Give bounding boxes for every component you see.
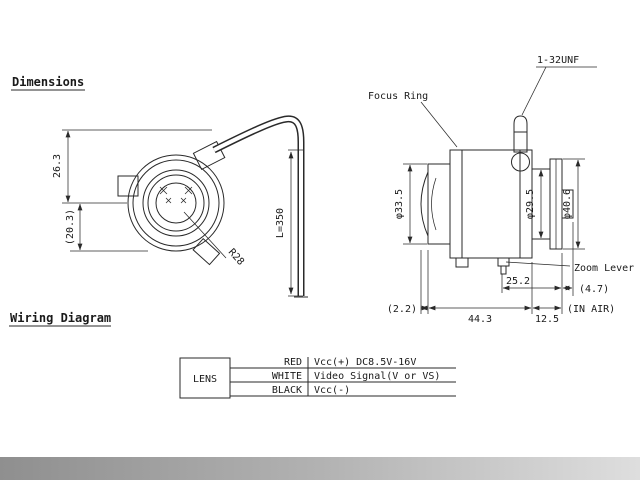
lens-ring-3	[142, 169, 210, 237]
wire-desc-white: Video Signal(V or VS)	[314, 371, 440, 382]
cable-length-label: L=350	[275, 208, 286, 238]
wire-row: BLACK Vcc(-)	[272, 385, 350, 396]
lens-glass	[155, 182, 197, 224]
side-tab	[117, 175, 139, 197]
wire-row: WHITE Video Signal(V or VS)	[272, 371, 441, 382]
zoom-lever-pin	[500, 265, 507, 275]
lever-pos-label: 25.2	[506, 276, 530, 287]
focus-ring-leader	[420, 101, 458, 148]
thread-label: 1-32UNF	[537, 55, 579, 66]
wire-color-black: BLACK	[272, 385, 302, 396]
lens-box-label: LENS	[193, 374, 217, 385]
wiring-heading: Wiring Diagram	[10, 311, 111, 325]
lens-ring-2	[132, 159, 220, 247]
front-glass-inner	[431, 177, 437, 231]
wire-row: RED Vcc(+) DC8.5V-16V	[284, 357, 416, 368]
bottom-stop-screw	[455, 257, 469, 268]
cable-core	[213, 116, 303, 296]
dia-front-label: φ33.5	[394, 189, 405, 219]
bottom-connector	[192, 237, 221, 266]
wire-desc-black: Vcc(-)	[314, 385, 350, 396]
wire-color-white: WHITE	[272, 371, 302, 382]
wire-color-red: RED	[284, 357, 302, 368]
side-view: Focus Ring 1-32UNF φ33.5 φ29.5 φ40.6 Zoo…	[368, 55, 634, 325]
body-length-label: 44.3	[468, 314, 492, 325]
lens-box	[179, 357, 231, 399]
screw-boss	[511, 152, 530, 172]
wire-desc-red: Vcc(+) DC8.5V-16V	[314, 357, 416, 368]
zoom-lever-label: Zoom Lever	[574, 263, 634, 274]
front-lower-dim-label: (20.3)	[65, 209, 76, 245]
in-air-note: (IN AIR)	[567, 304, 615, 315]
lens-outer-ring	[127, 154, 225, 252]
radius-leader	[183, 211, 227, 259]
glass-reflection-marks	[159, 186, 193, 204]
focus-ring-label: Focus Ring	[368, 91, 428, 102]
front-glass-curve	[420, 171, 429, 237]
bottom-gradient-bar	[0, 457, 640, 480]
lock-screw-post	[513, 115, 528, 153]
wiring-diagram: LENS RED Vcc(+) DC8.5V-16V WHITE Video S…	[179, 357, 456, 399]
rear-glass	[561, 189, 574, 219]
dia-flange-label: φ40.6	[562, 189, 573, 219]
front-vertex-label: (2.2)	[387, 304, 417, 315]
back-focus-label: 12.5	[535, 314, 559, 325]
dimensions-heading: Dimensions	[12, 75, 84, 89]
lens-ring-4	[147, 174, 205, 232]
thread-leader	[521, 66, 547, 116]
lever-offset-label: (4.7)	[579, 284, 609, 295]
zoom-lever-leader	[505, 261, 571, 267]
front-view: 26.3 (20.3) L=350 R28	[52, 115, 308, 298]
front-height-dim-label: 26.3	[52, 154, 63, 178]
dia-rear-label: φ29.5	[525, 189, 536, 219]
